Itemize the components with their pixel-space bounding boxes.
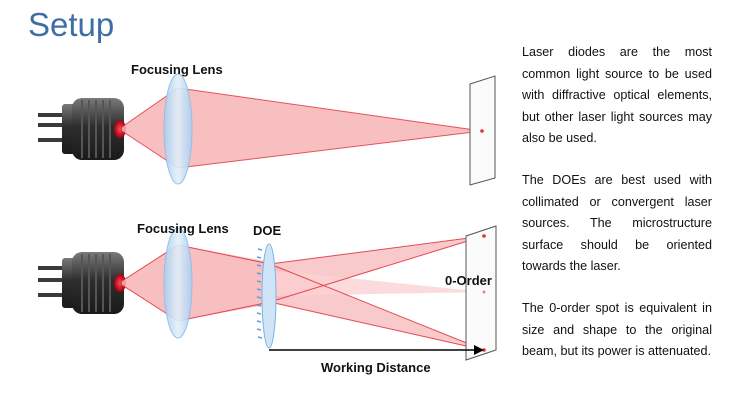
focused-beam bbox=[178, 88, 482, 168]
doe-element bbox=[256, 243, 277, 349]
top-lens-label: Focusing Lens bbox=[131, 62, 223, 77]
paragraph-light-source: Laser diodes are the most common light s… bbox=[522, 45, 712, 145]
zero-order-beam bbox=[270, 270, 484, 296]
paragraph-doe-usage: The DOEs are best used with collimated o… bbox=[522, 173, 712, 273]
laser-diode-icon bbox=[38, 252, 126, 314]
doe-label: DOE bbox=[253, 223, 282, 238]
focusing-lens bbox=[163, 227, 193, 339]
laser-beam bbox=[122, 88, 178, 168]
screen bbox=[465, 225, 497, 361]
laser-diode-icon bbox=[38, 98, 126, 160]
working-distance-label: Working Distance bbox=[321, 360, 431, 375]
page-title: Setup bbox=[28, 6, 115, 43]
paragraph-zero-order: The 0-order spot is equivalent in size a… bbox=[522, 301, 712, 358]
laser-beam bbox=[122, 245, 178, 321]
focusing-lens bbox=[163, 73, 193, 185]
top-setup: Focusing Lens bbox=[38, 62, 496, 186]
converging-beam bbox=[178, 245, 270, 321]
bottom-setup: Focusing Lens DOE 0-Order Working Distan… bbox=[38, 221, 497, 375]
optical-setup-diagram: Focusing Lens bbox=[38, 62, 497, 375]
bottom-lens-label: Focusing Lens bbox=[137, 221, 229, 236]
zero-order-label: 0-Order bbox=[445, 273, 492, 288]
working-distance-arrow bbox=[269, 345, 484, 355]
